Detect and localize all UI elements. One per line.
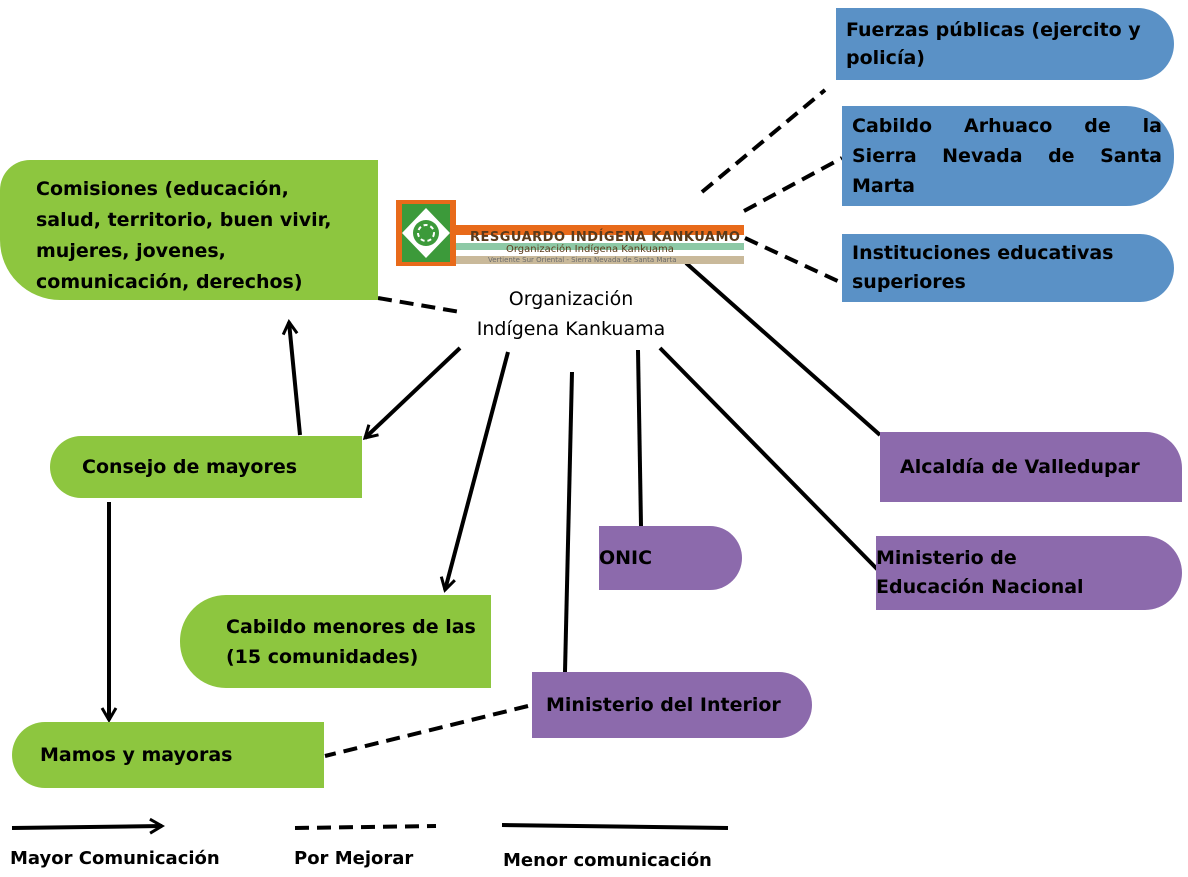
- line-org-to-onic: [636, 349, 643, 527]
- node-ministerio-interior: Ministerio del Interior: [532, 672, 812, 738]
- legend-label-mejorar: Por Mejorar: [294, 848, 414, 869]
- node-alcaldia-valledupar: Alcaldía de Valledupar: [880, 432, 1182, 502]
- dash-org-to-fuerzas: [700, 88, 827, 194]
- node-onic: ONIC: [599, 526, 742, 590]
- center-label-line2: Indígena Kankuama: [476, 318, 666, 340]
- kankuamo-logo: RESGUARDO INDÍGENA KANKUAMO Organización…: [396, 200, 744, 266]
- legend-label-mayor: Mayor Comunicación: [10, 848, 220, 869]
- node-cabildo-arhuaco: Cabildo Arhuaco de la Sierra Nevada de S…: [842, 106, 1174, 206]
- dash-org-to-comisiones: [377, 296, 461, 314]
- arrow-consejo-to-comisiones: [281, 319, 302, 436]
- legend-dashed-line: [294, 824, 437, 830]
- node-consejo-de-mayores: Consejo de mayores: [50, 436, 362, 498]
- legend-arrow-solid: [11, 817, 165, 835]
- node-instituciones-educativas: Instituciones educativas superiores: [842, 234, 1174, 302]
- node-comisiones-text: Comisiones (educación, salud, territorio…: [36, 178, 332, 293]
- legend-solid-line: [501, 823, 729, 830]
- logo-subtitle: Organización Indígena Kankuama: [506, 244, 674, 255]
- dash-interior-to-mamos: [324, 704, 529, 758]
- arrow-org-to-consejo: [362, 346, 462, 441]
- line-org-to-ministerio-educacion: [658, 346, 880, 572]
- node-comisiones: Comisiones (educación, salud, territorio…: [0, 160, 378, 300]
- node-ministerio-educacion: Ministerio de Educación Nacional: [876, 536, 1182, 610]
- node-mamos-y-mayoras: Mamos y mayoras: [12, 722, 324, 788]
- dash-org-to-cabildo-arhuaco: [743, 156, 843, 213]
- line-org-to-alcaldia: [684, 261, 882, 437]
- node-cabildo-menores: Cabildo menores de las (15 comunidades): [180, 595, 491, 688]
- logo-tagline: Vertiente Sur Oriental - Sierra Nevada d…: [488, 256, 677, 264]
- dash-org-to-instituciones: [744, 236, 843, 285]
- node-fuerzas-publicas: Fuerzas públicas (ejercito y policía): [836, 8, 1174, 80]
- arrow-org-to-cabildo-menores: [439, 351, 510, 593]
- center-label: Organización Indígena Kankuama: [440, 284, 702, 344]
- logo-title: RESGUARDO INDÍGENA KANKUAMO: [470, 230, 741, 245]
- logo-emblem-icon: [396, 200, 744, 266]
- line-org-to-ministerio-interior: [563, 371, 574, 673]
- center-label-line1: Organización: [508, 288, 634, 310]
- legend-label-menor: Menor comunicación: [503, 850, 712, 871]
